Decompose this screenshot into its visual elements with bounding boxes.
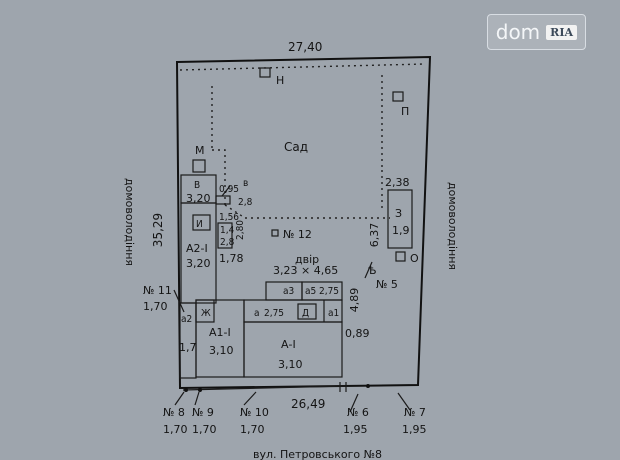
label-g: Ж (201, 308, 211, 319)
leader-6 (349, 393, 359, 413)
label-nr11: № 11 (143, 284, 172, 297)
neighbor-left: домоволодіння (123, 178, 136, 266)
label-nr7: № 7 (404, 406, 426, 419)
label-n: Н (276, 74, 284, 87)
dim-top: 27,40 (288, 40, 322, 54)
domria-logo[interactable]: dom RIA (486, 14, 586, 50)
label-nr10: № 10 (240, 406, 269, 419)
label-a-small: а (254, 308, 260, 319)
label-a5: а5 (305, 286, 316, 297)
label-v-val2: 2,8 (238, 197, 253, 208)
label-z-val: 1,9 (392, 224, 410, 237)
label-o: О (410, 252, 419, 265)
leader-10 (243, 391, 257, 406)
room-i-side (217, 222, 233, 249)
label-i-val4: 2,80 (235, 220, 246, 240)
leader-9 (194, 391, 200, 406)
label-i-val3: 2,8 (220, 237, 235, 248)
label-z: З (395, 207, 402, 220)
label-v: в (243, 178, 248, 189)
label-nr6-val: 1,95 (343, 423, 368, 436)
label-b: В (194, 180, 200, 191)
leader-8 (174, 391, 185, 406)
label-nr12: № 12 (283, 228, 312, 241)
label-a5-val: 2,75 (319, 286, 339, 297)
logo-ria: RIA (546, 24, 577, 40)
fence-post (184, 388, 188, 392)
label-nr9-val: 1,70 (192, 423, 217, 436)
label-yard-dims: 3,23 × 4,65 (273, 264, 338, 277)
label-d: Д (302, 308, 309, 319)
label-shed-sym: Ѣ (368, 264, 376, 277)
label-street: вул. Петровського №8 (253, 448, 382, 460)
label-a2-val: 3,20 (186, 257, 211, 270)
room-i (192, 214, 211, 231)
label-a-val: 2,75 (264, 308, 284, 319)
label-a1i: А1-І (209, 326, 231, 339)
label-489: 4,89 (348, 288, 361, 313)
label-nr8: № 8 (163, 406, 185, 419)
building-z (387, 189, 413, 249)
label-nr10-val: 1,70 (240, 423, 265, 436)
label-a2: А2-І (186, 242, 208, 255)
label-nr5: № 5 (376, 278, 398, 291)
dim-left: 35,29 (151, 213, 165, 247)
leader-11 (173, 289, 185, 313)
label-nr9: № 9 (192, 406, 214, 419)
leader-7 (397, 392, 411, 411)
logo-dom: dom (495, 20, 541, 44)
label-side-17: 1,7 (179, 341, 197, 354)
label-nr7-val: 1,95 (402, 423, 427, 436)
leader-5 (364, 261, 373, 279)
label-nr8-val: 1,70 (163, 423, 188, 436)
fence-post (198, 388, 202, 392)
label-ai-val: 3,10 (278, 358, 303, 371)
room-d (297, 303, 317, 320)
label-a2-small: а2 (181, 314, 192, 325)
label-p: П (401, 105, 409, 118)
building-v-small (215, 195, 231, 205)
label-nr11-val: 1,70 (143, 300, 168, 313)
garden-boundary-left (211, 86, 226, 205)
marker-m-box (192, 159, 206, 173)
fence-bottom (182, 385, 346, 391)
label-i: И (196, 219, 203, 230)
label-garden: Сад (284, 140, 308, 154)
label-dim-right-long: 6,37 (368, 223, 381, 248)
fence-post (366, 384, 370, 388)
dim-bottom: 26,49 (291, 397, 325, 411)
garden-boundary-right (224, 75, 390, 219)
marker-o-box (395, 251, 406, 262)
leader-095 (221, 185, 231, 197)
label-m: М (195, 144, 205, 157)
label-a3: а3 (283, 286, 294, 297)
label-089: 0,89 (345, 327, 370, 340)
label-b-val: 3,20 (186, 192, 211, 205)
marker-p-box (392, 91, 404, 102)
room-zh (195, 299, 215, 323)
label-ai: А-І (281, 338, 296, 351)
marker-12-box (271, 229, 279, 237)
neighbor-right: домоволодіння (446, 182, 459, 270)
label-nr6: № 6 (347, 406, 369, 419)
top-dotted (179, 63, 426, 71)
label-i-val1: 1,56 (219, 212, 239, 223)
building-a2 (180, 202, 217, 304)
label-a2-side: 1,78 (219, 252, 244, 265)
label-a1-small: а1 (328, 308, 339, 319)
label-a1i-val: 3,10 (209, 344, 234, 357)
marker-n-box (259, 67, 271, 78)
plot-boundary (175, 55, 432, 390)
label-i-val2: 1,4 (220, 225, 235, 236)
porch-a5 (301, 281, 343, 301)
label-yard: двір (295, 253, 319, 266)
label-dim-right-small: 2,38 (385, 176, 410, 189)
label-v-val1: 0,95 (219, 184, 239, 195)
